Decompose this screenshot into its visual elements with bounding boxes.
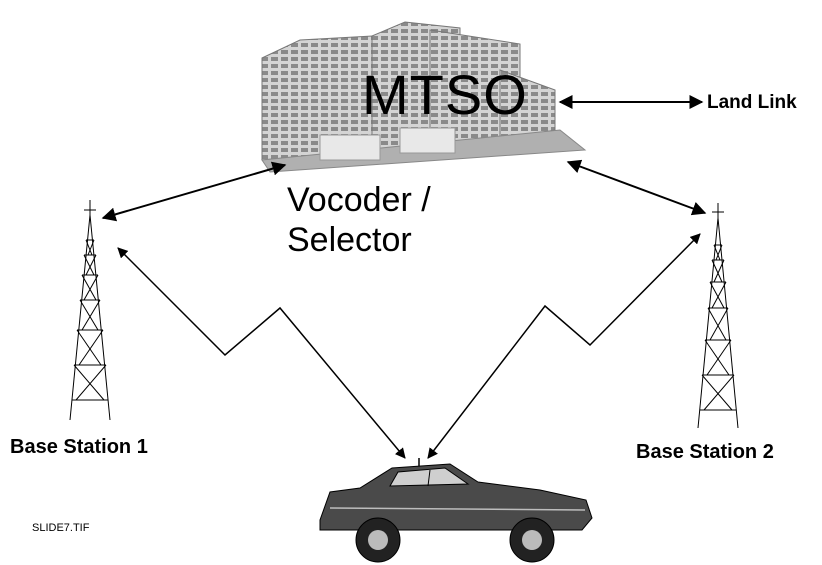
base-station-1-tower (69, 200, 111, 421)
base-station-1-label: Base Station 1 (10, 436, 148, 458)
vocoder-label-line2: Selector (287, 221, 412, 259)
car (319, 458, 593, 563)
vocoder-selector-label: Vocoder / Selector (287, 180, 431, 260)
base-station-2-radio-link (427, 233, 701, 459)
base-station-2-tower (697, 203, 739, 429)
mtso-label: MTSO (362, 63, 528, 126)
base-station-2-label: Base Station 2 (636, 441, 774, 463)
file-name-label: SLIDE7.TIF (32, 522, 90, 534)
mtso-to-base-station-2-link (566, 159, 707, 216)
base-station-1-radio-link (117, 247, 406, 459)
land-link-label: Land Link (707, 92, 797, 113)
vocoder-label-line1: Vocoder / (287, 181, 431, 219)
mtso-to-base-station-1-link (101, 161, 287, 222)
